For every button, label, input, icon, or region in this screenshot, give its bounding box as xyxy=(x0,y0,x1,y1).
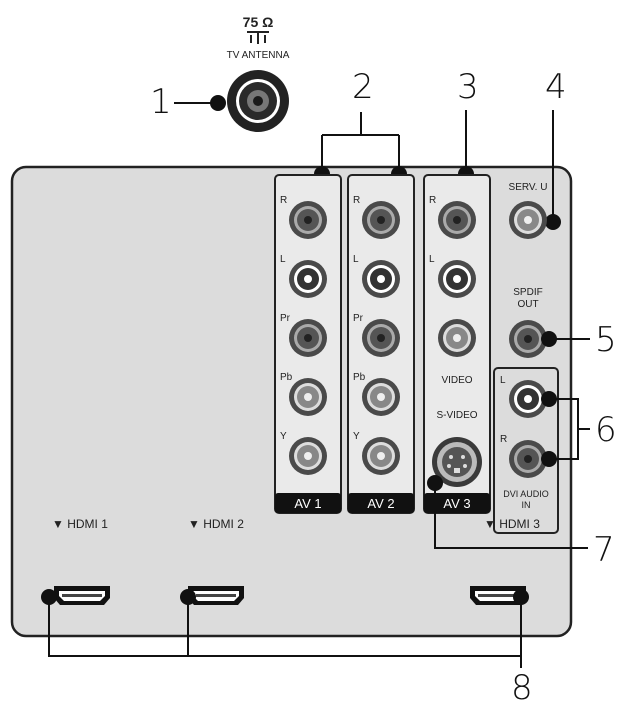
av3-jack-label-r: R xyxy=(429,195,436,206)
hdmi2-label: ▼ HDMI 2 xyxy=(188,517,244,531)
av2-jack-label-pr: Pr xyxy=(353,313,364,324)
av1-jack-label-pr: Pr xyxy=(280,313,291,324)
av2-jack-label-pb: Pb xyxy=(353,372,366,383)
antenna-label: TV ANTENNA xyxy=(227,50,290,61)
av1-l-jack xyxy=(289,260,327,298)
hdmi3-label: ▼ HDMI 3 xyxy=(484,517,540,531)
serv-u-jack xyxy=(509,201,547,239)
av1-pr-jack xyxy=(289,319,327,357)
dvi-audio-label-line2: IN xyxy=(522,500,531,510)
av2-pb-jack xyxy=(362,378,400,416)
callout-8: 8 xyxy=(511,668,533,703)
antenna-jack xyxy=(227,70,289,132)
av3-video-label: VIDEO xyxy=(441,375,472,386)
hdmi2-port xyxy=(188,586,244,605)
antenna-section: 75 Ω TV ANTENNA xyxy=(227,14,290,132)
av1-panel: AV 1 R L Pr Pb Y xyxy=(274,174,342,514)
dvi-audio-panel: L R DVI AUDIO IN ▼ HDMI 3 xyxy=(484,367,559,534)
hdmi1-port xyxy=(54,586,110,605)
av1-jack-label-pb: Pb xyxy=(280,372,293,383)
dvi-l-label: L xyxy=(500,375,506,386)
av3-panel: AV 3 R L VIDEO S-VIDEO xyxy=(423,174,491,514)
av2-l-jack xyxy=(362,260,400,298)
callout-2: 2 xyxy=(352,67,374,107)
antenna-symbol-icon xyxy=(247,31,269,44)
callout-7: 7 xyxy=(593,530,615,570)
callout-1: 1 xyxy=(150,82,172,122)
av1-label: AV 1 xyxy=(294,496,321,511)
av1-r-jack xyxy=(289,201,327,239)
av1-pb-jack xyxy=(289,378,327,416)
antenna-ohm: 75 Ω xyxy=(243,14,274,30)
callout-4: 4 xyxy=(545,67,567,107)
av2-r-jack xyxy=(362,201,400,239)
av1-jack-label-r: R xyxy=(280,195,287,206)
av2-panel: AV 2 R L Pr Pb Y xyxy=(347,174,415,514)
av1-y-jack xyxy=(289,437,327,475)
callout-3: 3 xyxy=(457,67,479,107)
av3-label: AV 3 xyxy=(443,496,470,511)
dvi-r-label: R xyxy=(500,434,507,445)
av2-jack-label-l: L xyxy=(353,254,359,265)
av3-svideo-jack xyxy=(432,437,482,487)
av1-jack-label-y: Y xyxy=(280,431,287,442)
spdif-label-line1: SPDIF xyxy=(513,287,542,298)
av3-video-jack xyxy=(438,319,476,357)
av2-y-jack xyxy=(362,437,400,475)
callout-6: 6 xyxy=(595,410,617,450)
callout-5: 5 xyxy=(595,320,617,360)
av2-pr-jack xyxy=(362,319,400,357)
av2-label: AV 2 xyxy=(367,496,394,511)
spdif-label-line2: OUT xyxy=(517,299,538,310)
serv-u-label: SERV. U xyxy=(509,182,548,193)
av3-svideo-label: S-VIDEO xyxy=(436,410,477,421)
av3-l-jack xyxy=(438,260,476,298)
av3-r-jack xyxy=(438,201,476,239)
hdmi1-label: ▼ HDMI 1 xyxy=(52,517,108,531)
av3-jack-label-l: L xyxy=(429,254,435,265)
dvi-audio-label-line1: DVI AUDIO xyxy=(503,489,549,499)
av2-jack-label-r: R xyxy=(353,195,360,206)
av2-jack-label-y: Y xyxy=(353,431,360,442)
av1-jack-label-l: L xyxy=(280,254,286,265)
